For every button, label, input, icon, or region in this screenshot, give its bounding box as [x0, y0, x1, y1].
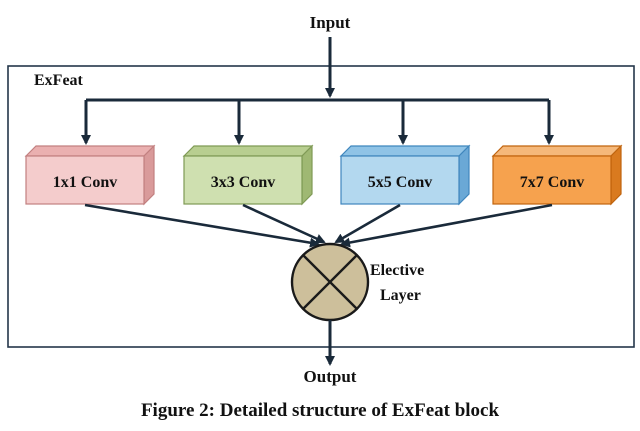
elective-label-line2: Layer — [380, 287, 421, 304]
exfeat-label: ExFeat — [34, 72, 84, 89]
conv-box-3x3: 3x3 Conv — [182, 144, 314, 206]
conv-label-3x3: 3x3 Conv — [211, 174, 275, 191]
merge-arrow-1 — [84, 203, 320, 248]
merge-arrow-4 — [340, 203, 553, 248]
elective-label-line1: Elective — [370, 262, 424, 279]
conv-label-1x1: 1x1 Conv — [53, 174, 117, 191]
elective-layer-node — [290, 242, 370, 322]
conv-box-5x5: 5x5 Conv — [339, 144, 471, 206]
conv-box-1x1: 1x1 Conv — [24, 144, 156, 206]
output-label: Output — [304, 367, 357, 386]
merge-arrow-2 — [242, 203, 326, 244]
input-label: Input — [310, 13, 351, 32]
conv-label-5x5: 5x5 Conv — [368, 174, 432, 191]
merge-arrow-3 — [334, 203, 401, 244]
conv-box-7x7: 7x7 Conv — [491, 144, 623, 206]
figure-caption: Figure 2: Detailed structure of ExFeat b… — [140, 400, 500, 421]
exfeat-block-border — [7, 65, 635, 348]
conv-label-7x7: 7x7 Conv — [520, 174, 584, 191]
